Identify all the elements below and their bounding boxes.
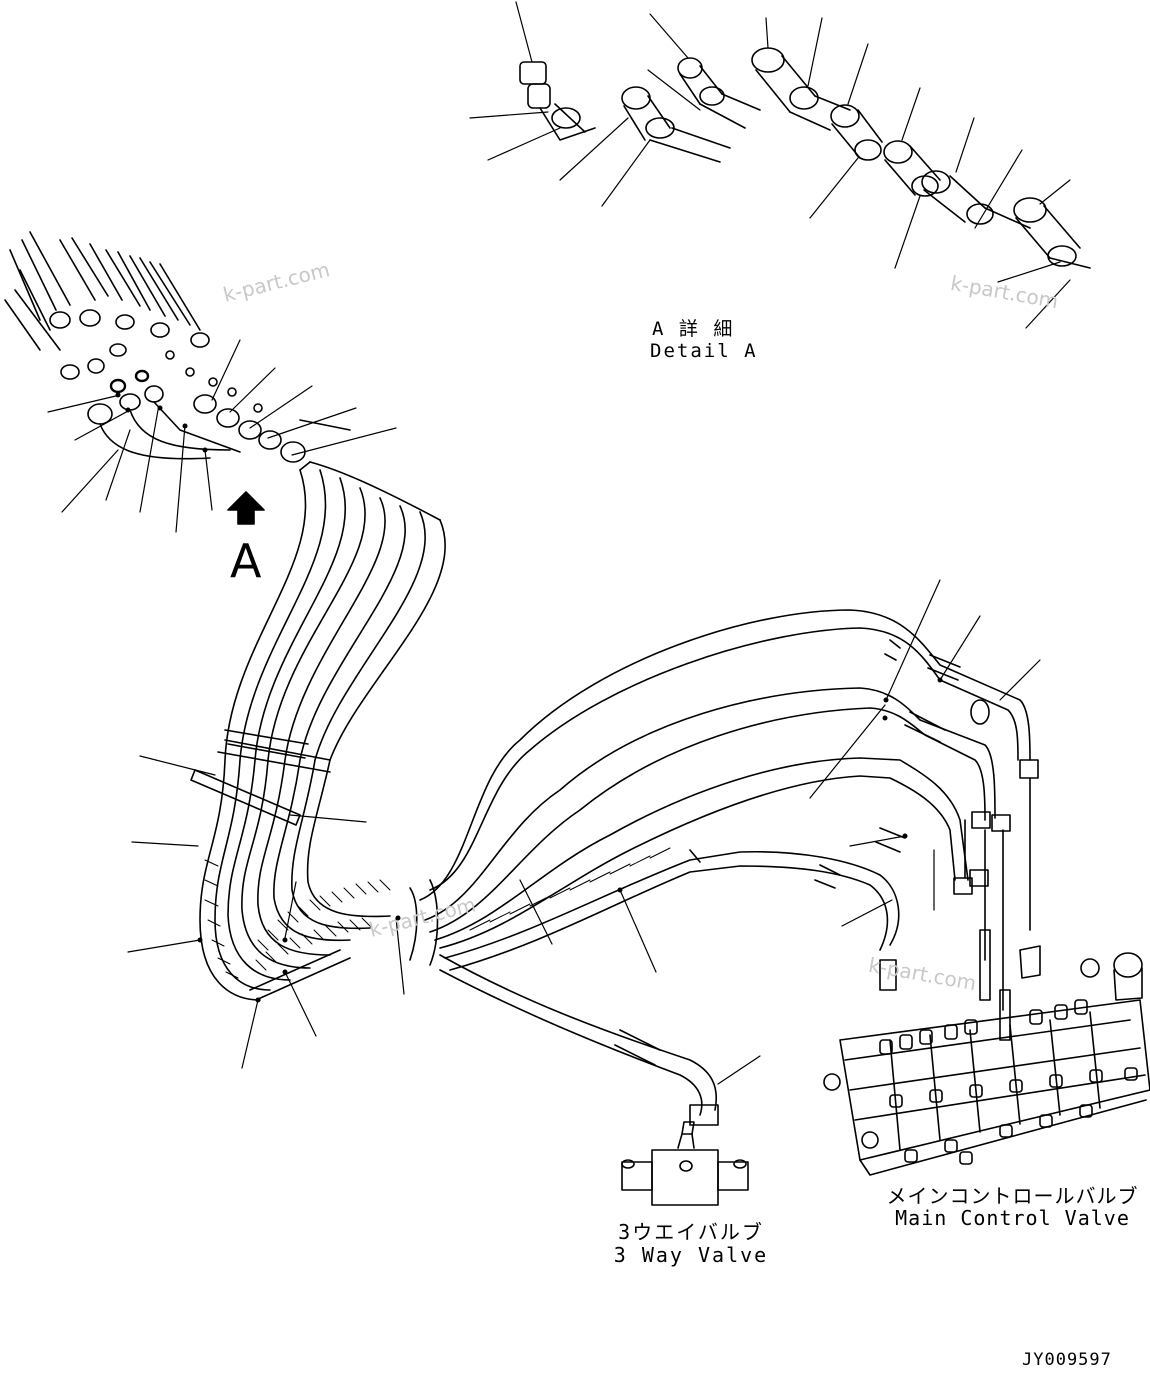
- valve-small-fittings: [879, 999, 1138, 1165]
- three-way-valve: [621, 1121, 749, 1206]
- detail-a-fittings: [469, 1, 1091, 329]
- detail-fitting-3: [677, 57, 761, 129]
- three-way-valve-label-en: 3 Way Valve: [613, 1243, 769, 1267]
- spiral-wrap: [204, 847, 671, 979]
- detail-fitting-chain: [751, 47, 1091, 269]
- detail-fitting-2: [621, 86, 731, 163]
- leader-dots: [115, 392, 943, 1003]
- drawing-number: JY009597: [1022, 1350, 1112, 1370]
- main-control-valve-label-en: Main Control Valve: [895, 1206, 1130, 1230]
- view-arrow-label: A: [230, 534, 262, 588]
- detail-a-label-en: Detail A: [650, 340, 758, 362]
- main-control-valve-label-jp: メインコントロールバルブ: [886, 1184, 1139, 1208]
- three-way-valve-label-jp: 3ウエイバルブ: [618, 1220, 764, 1244]
- hoses-to-main-valve: [299, 419, 1039, 1126]
- detail-leader-lines: [469, 1, 1071, 329]
- view-arrow-a: [227, 491, 265, 525]
- detail-fitting-1: [519, 61, 596, 141]
- main-control-valve: [823, 929, 1150, 1176]
- detail-a-label-jp: A 詳 細: [652, 318, 735, 340]
- main-leader-lines: [47, 339, 1041, 1085]
- upper-left-fittings: [4, 231, 306, 463]
- hose-bundle-main: [190, 461, 446, 1001]
